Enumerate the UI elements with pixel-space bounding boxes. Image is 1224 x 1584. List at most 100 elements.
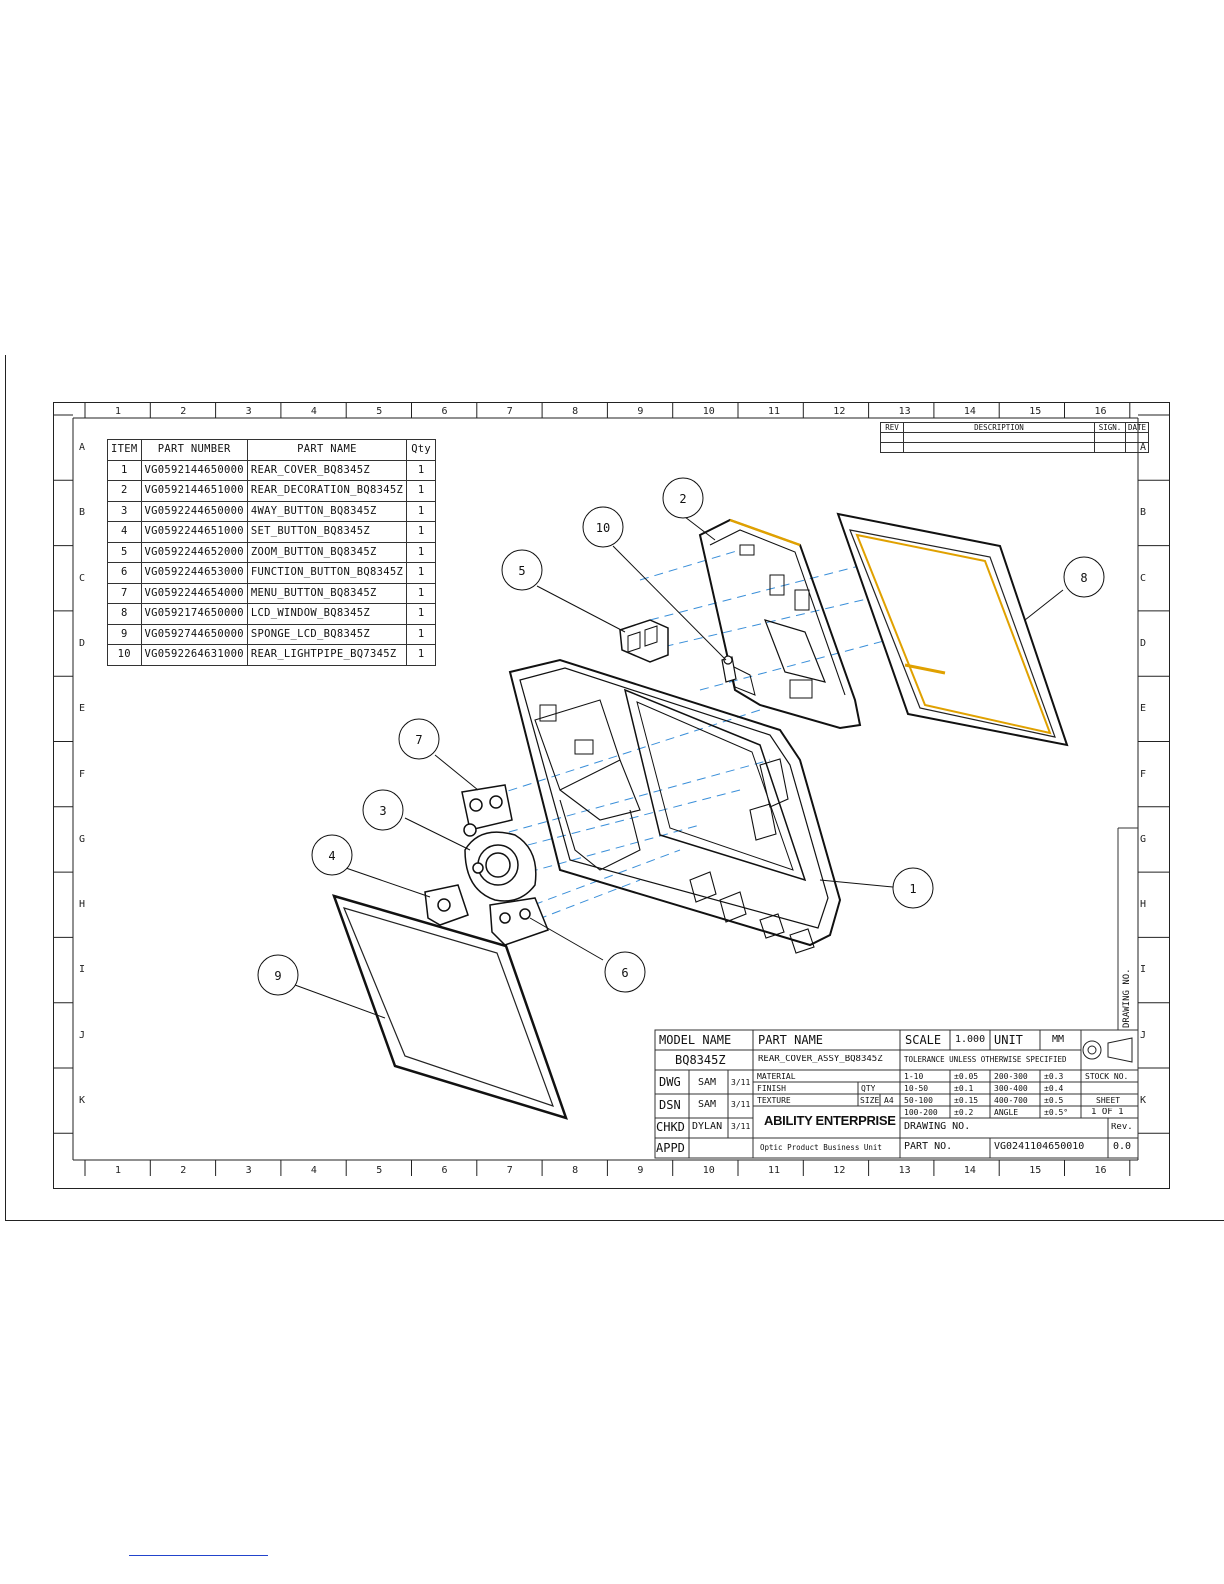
tol-range-4: 100-200 — [904, 1109, 938, 1117]
row-zone-label: D — [79, 637, 86, 649]
bom-item: 8 — [107, 603, 142, 625]
rev-description-header: DESCRIPTION — [903, 422, 1095, 433]
rev-date-header: DATE — [1124, 422, 1150, 433]
row-zone-label: J — [79, 1029, 86, 1041]
bom-part-number: VG0592244650000 — [140, 500, 248, 522]
bom-part-name: REAR_DECORATION_BQ8345Z — [246, 480, 408, 502]
tol-val-1: ±0.05 — [954, 1073, 979, 1081]
bom-part-name: MENU_BUTTON_BQ8345Z — [246, 582, 408, 604]
bom-qty: 1 — [406, 623, 437, 645]
dsn-date: 3/11 — [731, 1101, 751, 1109]
tol-val-3: ±0.15 — [954, 1097, 979, 1105]
revision-block: REV DESCRIPTION SIGN. DATE — [880, 422, 1150, 453]
column-zone-label: 5 — [376, 406, 383, 417]
sheet-value: 1 OF 1 — [1091, 1108, 1124, 1117]
division-name: Optic Product Business Unit — [760, 1144, 882, 1152]
bom-part-number: VG0592174650000 — [140, 603, 248, 625]
tol-range-5: 200-300 — [994, 1073, 1028, 1081]
dwg-date: 3/11 — [731, 1079, 751, 1087]
bom-item: 5 — [107, 541, 142, 563]
bom-item: 3 — [107, 500, 142, 522]
row-zone-label: G — [79, 833, 86, 845]
bom-item: 7 — [107, 582, 142, 604]
bom-qty: 1 — [406, 500, 437, 522]
scale-value: 1.000 — [955, 1035, 986, 1045]
part-no-label: PART NO. — [904, 1142, 953, 1152]
column-zone-label: 1 — [115, 406, 122, 417]
bom-qty: 1 — [406, 480, 437, 502]
finish-label: FINISH — [757, 1085, 786, 1093]
outer-border — [5, 355, 1224, 1221]
bom-part-number: VG0592264631000 — [140, 644, 248, 666]
tol-val-2: ±0.1 — [954, 1085, 974, 1093]
row-zone-label: B — [79, 507, 86, 519]
tol-val-7: ±0.5 — [1044, 1097, 1064, 1105]
column-zone-label: 5 — [376, 1165, 383, 1176]
row-zone-label: I — [1140, 964, 1147, 976]
drawing-no-label: DRAWING NO. — [904, 1122, 971, 1132]
column-zone-label: 9 — [637, 1165, 644, 1176]
column-zone-label: 13 — [898, 406, 911, 417]
size-label: SIZE — [860, 1097, 880, 1105]
column-zone-label: 15 — [1029, 406, 1042, 417]
tol-range-7: 400-700 — [994, 1097, 1028, 1105]
column-zone-label: 11 — [768, 1165, 781, 1176]
tol-range-6: 300-400 — [994, 1085, 1028, 1093]
bom-item: 10 — [107, 644, 142, 666]
row-zone-label: G — [1140, 833, 1147, 845]
column-zone-label: 14 — [963, 1165, 976, 1176]
bom-qty: 1 — [406, 459, 437, 481]
column-zone-label: 6 — [441, 406, 448, 417]
column-zone-label: 12 — [833, 406, 846, 417]
dwg-name: SAM — [698, 1078, 717, 1088]
column-zone-label: 2 — [180, 406, 187, 417]
column-zone-label: 8 — [572, 406, 579, 417]
row-zone-label: D — [1140, 637, 1147, 649]
unit-label: UNIT — [994, 1034, 1023, 1046]
column-zone-label: 12 — [833, 1165, 846, 1176]
bom-header-row: ITEM PART NUMBER PART NAME Qty — [107, 439, 437, 461]
tol-val-8: ±0.5° — [1044, 1109, 1069, 1117]
tol-range-1: 1-10 — [904, 1073, 924, 1081]
row-zone-label: F — [1140, 768, 1147, 780]
drawing-frame — [53, 402, 1170, 1189]
sheet-label: SHEET — [1096, 1097, 1121, 1105]
column-zone-label: 4 — [310, 1165, 317, 1176]
bom-part-name: REAR_COVER_BQ8345Z — [246, 459, 408, 481]
bom-header-part-number: PART NUMBER — [140, 439, 248, 461]
bom-qty: 1 — [406, 644, 437, 666]
column-zone-label: 7 — [506, 1165, 513, 1176]
bom-part-number: VG0592144651000 — [140, 480, 248, 502]
row-zone-label: F — [79, 768, 86, 780]
bom-item: 4 — [107, 521, 142, 543]
stock-no-label: STOCK NO. — [1085, 1073, 1129, 1081]
footer-link-underline — [129, 1555, 268, 1556]
row-zone-label: E — [79, 703, 86, 715]
column-zone-label: 2 — [180, 1165, 187, 1176]
bom-qty: 1 — [406, 541, 437, 563]
row-zone-label: C — [79, 572, 86, 584]
bom-part-name: REAR_LIGHTPIPE_BQ7345Z — [246, 644, 408, 666]
model-name-label: MODEL NAME — [659, 1034, 732, 1046]
dwg-label: DWG — [659, 1076, 681, 1088]
scale-label: SCALE — [905, 1034, 942, 1046]
part-no-value: VG0241104650010 — [994, 1142, 1085, 1152]
tol-val-6: ±0.4 — [1044, 1085, 1064, 1093]
bom-part-name: 4WAY_BUTTON_BQ8345Z — [246, 500, 408, 522]
part-name-label: PART NAME — [758, 1034, 824, 1046]
bom-part-number: VG0592244653000 — [140, 562, 248, 584]
bom-header-qty: Qty — [406, 439, 437, 461]
dsn-label: DSN — [659, 1099, 681, 1111]
tolerance-note: TOLERANCE UNLESS OTHERWISE SPECIFIED — [904, 1056, 1067, 1064]
dsn-name: SAM — [698, 1100, 717, 1110]
column-zone-label: 16 — [1094, 406, 1107, 417]
column-zone-label: 6 — [441, 1165, 448, 1176]
column-zone-label: 10 — [702, 406, 715, 417]
